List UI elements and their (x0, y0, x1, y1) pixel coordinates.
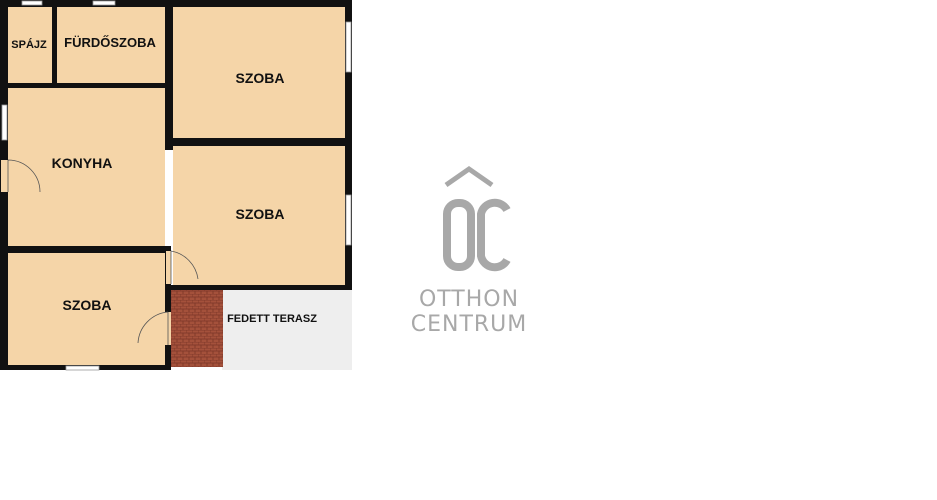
logo-letter-o (443, 199, 475, 271)
room-label-terasz: FEDETT TERASZ (227, 313, 317, 325)
floor-furdoszoba (57, 7, 165, 83)
logo: OTTHON CENTRUM (411, 165, 528, 337)
terrace-area (222, 289, 352, 370)
room-label-szoba-middle: SZOBA (236, 206, 285, 222)
logo-line1: OTTHON (419, 287, 519, 312)
floor-szoba-bottom (8, 253, 165, 365)
floor-szoba-top (173, 7, 345, 138)
room-label-furdoszoba: FÜRDŐSZOBA (64, 35, 156, 50)
room-label-szoba-bottom: SZOBA (63, 297, 112, 313)
floor-szoba-middle (173, 146, 345, 285)
roof-chevron-icon (444, 165, 494, 188)
floor-konyha (8, 88, 165, 246)
logo-letter-c (477, 198, 511, 272)
room-label-konyha: KONYHA (52, 155, 113, 171)
windows (1, 0, 352, 371)
floor-spajz (8, 7, 52, 83)
room-label-spajz: SPÁJZ (11, 38, 47, 51)
logo-line2: CENTRUM (411, 312, 528, 337)
doors (1, 159, 199, 345)
terrace-tiles (171, 289, 223, 367)
room-label-szoba-top: SZOBA (236, 70, 285, 86)
